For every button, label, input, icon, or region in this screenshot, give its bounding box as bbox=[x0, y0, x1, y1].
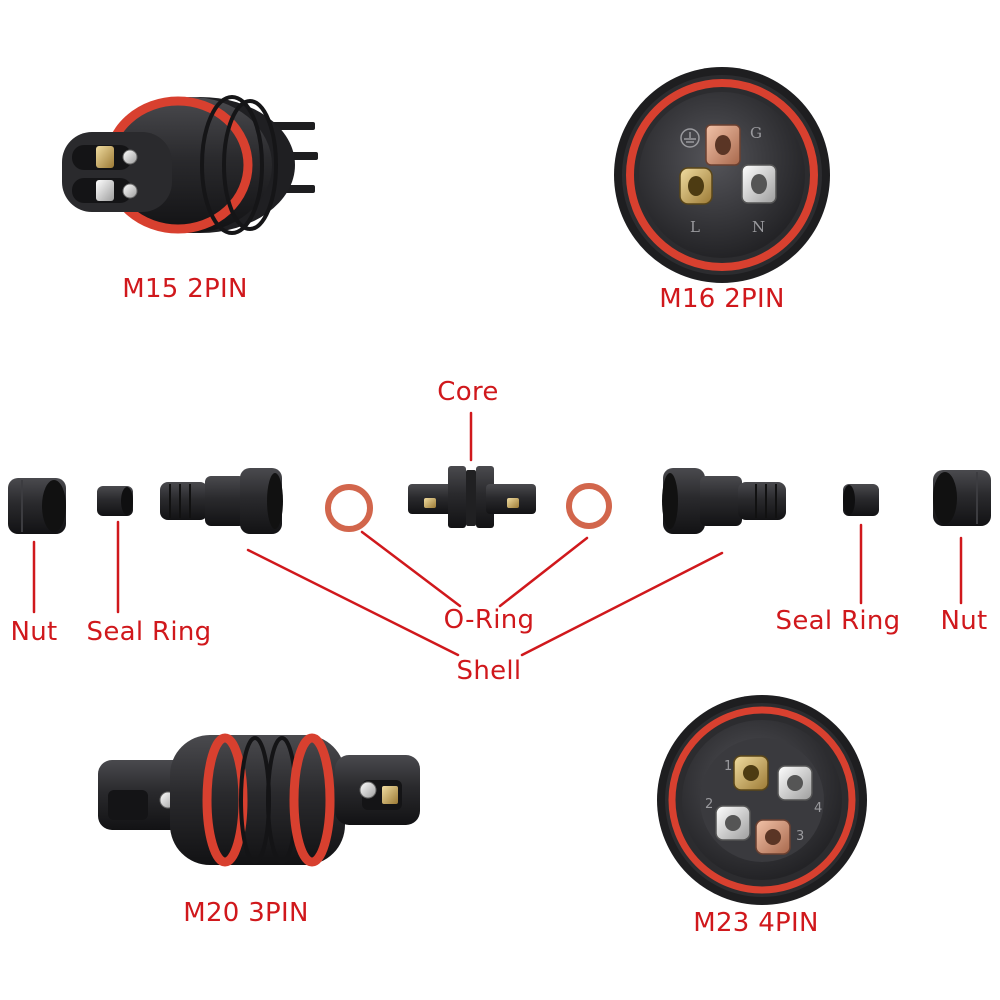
shell-right-part bbox=[662, 468, 786, 534]
label-o-ring: O-Ring bbox=[443, 605, 535, 635]
m16-mark-g: G bbox=[750, 124, 762, 142]
m23-mark-2: 2 bbox=[705, 797, 713, 812]
o-ring-right-part bbox=[566, 483, 612, 529]
core-part bbox=[408, 466, 536, 528]
m16-mark-l: L bbox=[690, 218, 700, 236]
leader-shell-right bbox=[520, 551, 724, 657]
m23-mark-3: 3 bbox=[796, 829, 804, 844]
m20-connector-photo bbox=[98, 733, 420, 867]
m23-mark-1: 1 bbox=[724, 759, 732, 774]
m16-connector-photo: G L N bbox=[614, 67, 830, 283]
label-core: Core bbox=[437, 377, 499, 407]
label-shell: Shell bbox=[456, 656, 522, 686]
leader-o-ring-right bbox=[498, 536, 589, 608]
label-m16-2pin: M16 2PIN bbox=[659, 284, 785, 314]
nut-left-part bbox=[8, 478, 66, 534]
label-m15-2pin: M15 2PIN bbox=[122, 274, 248, 304]
label-nut-left: Nut bbox=[10, 617, 58, 647]
label-seal-ring-left: Seal Ring bbox=[86, 617, 212, 647]
leader-lines bbox=[32, 411, 963, 657]
leader-shell-left bbox=[246, 548, 460, 657]
o-ring-left-part bbox=[325, 484, 373, 532]
leader-o-ring-left bbox=[360, 530, 462, 608]
m23-connector-photo: 1 2 3 4 bbox=[657, 695, 867, 905]
m15-connector-photo bbox=[62, 95, 318, 235]
exploded-view bbox=[8, 466, 991, 534]
m23-mark-4: 4 bbox=[814, 801, 822, 816]
seal-ring-right-part bbox=[843, 484, 879, 516]
seal-ring-left-part bbox=[97, 486, 133, 516]
label-m20-3pin: M20 3PIN bbox=[183, 898, 309, 928]
label-m23-4pin: M23 4PIN bbox=[693, 908, 819, 938]
shell-left-part bbox=[160, 468, 283, 534]
nut-right-part bbox=[933, 470, 991, 526]
m16-mark-n: N bbox=[752, 218, 765, 236]
label-seal-ring-right: Seal Ring bbox=[775, 606, 901, 636]
label-nut-right: Nut bbox=[940, 606, 988, 636]
